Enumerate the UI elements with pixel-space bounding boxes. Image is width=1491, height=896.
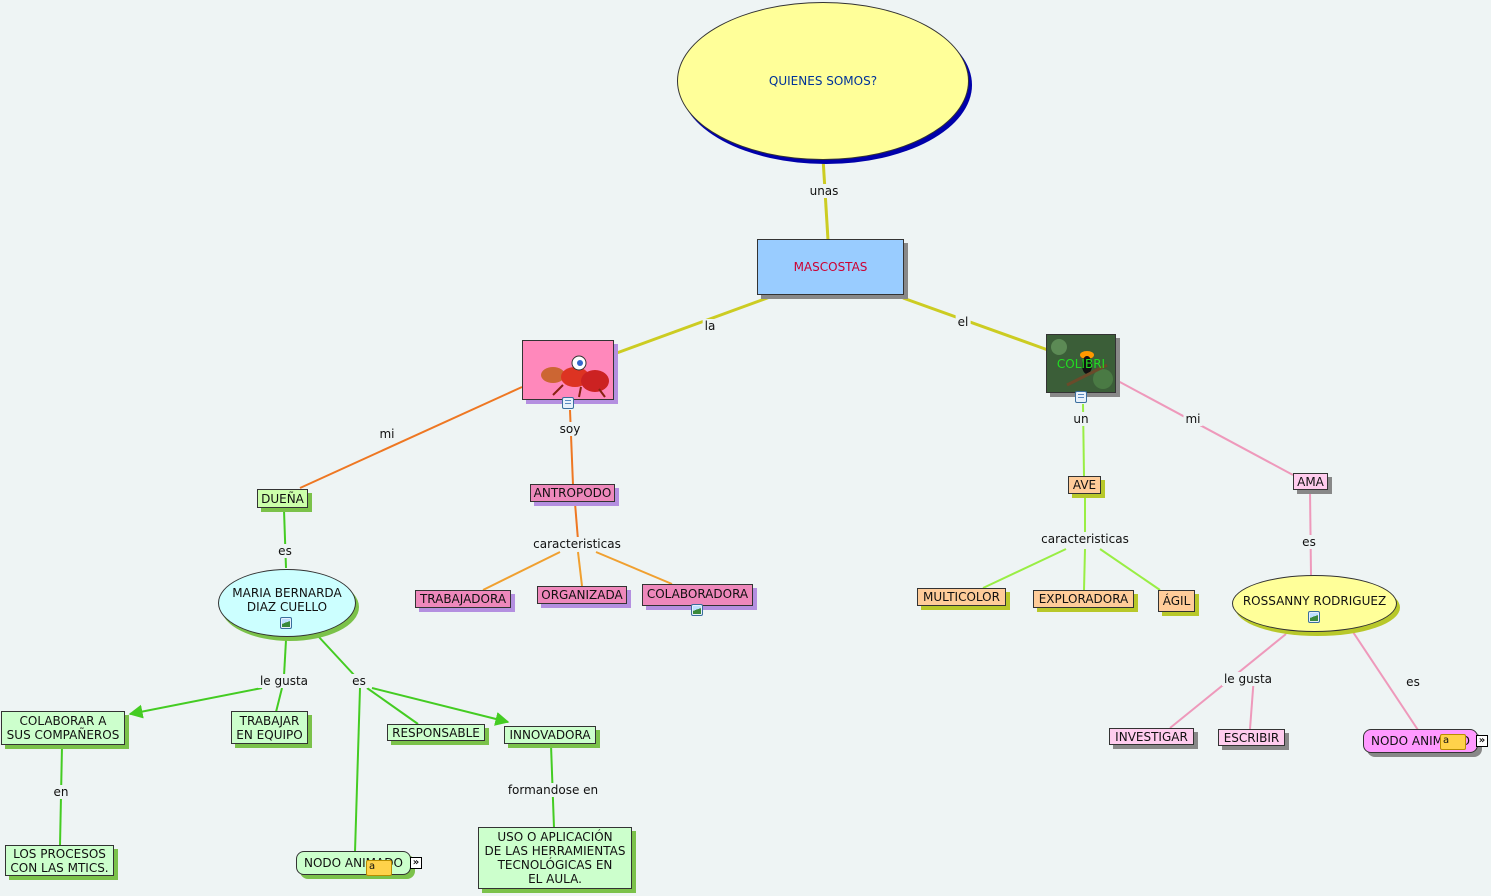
hummingbird-icon (1047, 335, 1115, 392)
responsable-node[interactable]: RESPONSABLE (387, 724, 485, 741)
link-label-mi: mi (377, 427, 397, 441)
colibri-label: COLIBRI (1056, 356, 1106, 371)
image-icon[interactable] (1308, 611, 1320, 623)
link-label-soy: soy (557, 422, 583, 436)
ant-icon (541, 355, 609, 398)
rossanny-label: ROSSANNY RODRIGUEZ (1242, 594, 1387, 608)
note-icon[interactable]: a (1440, 734, 1466, 750)
colaboradora-node[interactable]: COLABORADORA (642, 584, 753, 606)
root-node[interactable]: QUIENES SOMOS? (677, 2, 969, 160)
root-title: QUIENES SOMOS? (768, 74, 878, 88)
link-label-el: el (955, 315, 971, 329)
trabajar-node[interactable]: TRABAJAR EN EQUIPO (231, 711, 308, 744)
link-label-caracteristicas: caracteristicas (531, 537, 623, 551)
organizada-node[interactable]: ORGANIZADA (537, 586, 627, 604)
link-label-es-ross: es (1404, 675, 1422, 689)
link-label-es: es (276, 544, 294, 558)
ave-node[interactable]: AVE (1068, 476, 1101, 494)
maria-node[interactable]: MARIA BERNARDA DIAZ CUELLO (218, 569, 356, 637)
document-icon[interactable] (1075, 391, 1087, 403)
nodo-animado-left[interactable]: NODO ANIMADO (296, 851, 411, 875)
document-icon[interactable] (562, 397, 574, 409)
colaborar-node[interactable]: COLABORAR A SUS COMPAÑEROS (1, 711, 125, 745)
uso-node[interactable]: USO O APLICACIÓN DE LAS HERRAMIENTAS TEC… (478, 827, 632, 889)
ama-node[interactable]: AMA (1293, 473, 1328, 490)
maria-line-1: MARIA BERNARDA (232, 586, 342, 600)
agil-node[interactable]: ÁGIL (1158, 590, 1195, 612)
procesos-node[interactable]: LOS PROCESOS CON LAS MTICS. (5, 845, 114, 876)
antropodo-node[interactable]: ANTROPODO (530, 484, 615, 502)
link-label-es-ama: es (1300, 535, 1318, 549)
escribir-node[interactable]: ESCRIBIR (1218, 729, 1285, 746)
link-label-unas: unas (807, 184, 841, 198)
link-label-la: la (702, 319, 718, 333)
link-label-es-maria: es (350, 674, 368, 688)
image-icon[interactable] (691, 604, 703, 616)
multicolor-node[interactable]: MULTICOLOR (917, 588, 1006, 606)
colibri-node[interactable]: COLIBRI (1046, 334, 1116, 393)
duena-node[interactable]: DUEÑA (257, 489, 308, 508)
expand-icon[interactable]: » (410, 857, 422, 869)
link-label-le-gusta: le gusta (257, 674, 311, 688)
link-label-en: en (51, 785, 71, 799)
mascostas-node[interactable]: MASCOSTAS (757, 239, 904, 295)
investigar-node[interactable]: INVESTIGAR (1109, 728, 1194, 745)
link-label-le-gusta-right: le gusta (1221, 672, 1275, 686)
link-label-caracteristicas-ave: caracteristicas (1039, 532, 1131, 546)
note-icon[interactable]: a (366, 860, 392, 876)
link-label-mi-right: mi (1183, 412, 1203, 426)
link-label-formandose-en: formandose en (505, 783, 601, 797)
ant-image-node[interactable] (522, 340, 614, 400)
image-icon[interactable] (280, 617, 292, 629)
expand-icon[interactable]: » (1476, 735, 1488, 747)
rossanny-node[interactable]: ROSSANNY RODRIGUEZ (1232, 575, 1397, 632)
trabajadora-node[interactable]: TRABAJADORA (415, 590, 511, 608)
innovadora-node[interactable]: INNOVADORA (504, 726, 596, 744)
exploradora-node[interactable]: EXPLORADORA (1033, 590, 1134, 608)
maria-line-2: DIAZ CUELLO (246, 600, 328, 614)
link-label-un: un (1071, 412, 1091, 426)
